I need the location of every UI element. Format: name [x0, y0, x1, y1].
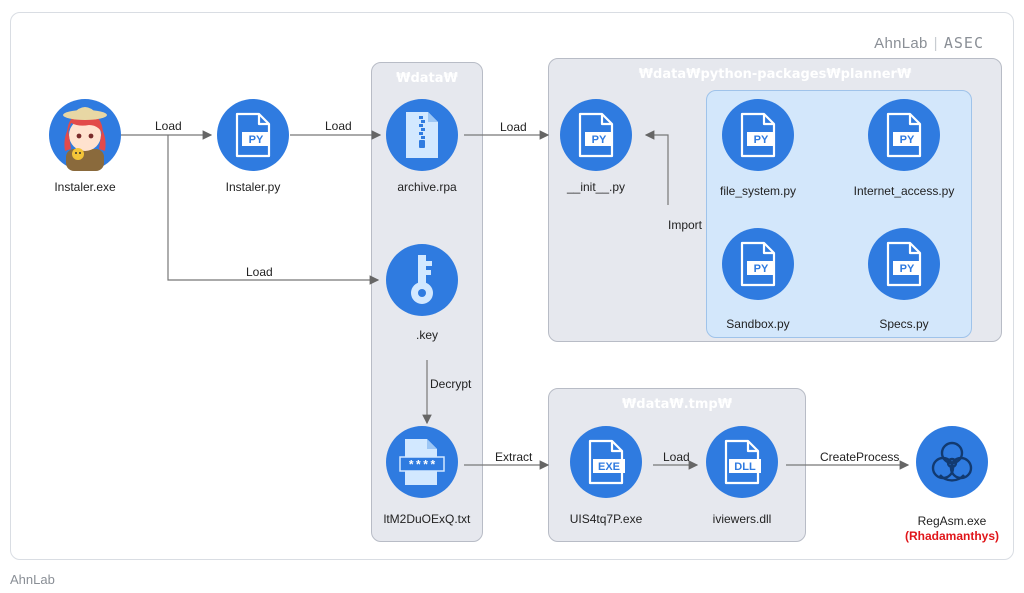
- zip-archive-icon: [406, 112, 438, 158]
- archive-node: [386, 99, 458, 171]
- biohazard-icon: [931, 441, 973, 482]
- python-file-icon: PY: [578, 112, 614, 158]
- password-mask-text: ****: [408, 459, 437, 473]
- edge-label-load-4: Load: [663, 450, 690, 464]
- dll-node: DLL: [706, 426, 778, 498]
- edge-label-import: Import: [668, 218, 703, 232]
- py-badge-text: PY: [249, 134, 264, 146]
- password-file-icon: ****: [399, 439, 445, 485]
- edge-label-load-2: Load: [325, 119, 352, 133]
- py-badge-text: PY: [754, 263, 769, 275]
- edge-import: [644, 130, 669, 205]
- edge-label-createprocess: CreateProcess: [820, 450, 900, 464]
- edge-label-load-3: Load: [500, 120, 527, 134]
- py-badge-text: PY: [592, 134, 607, 146]
- tmp-folder-title: ₩data₩.tmp₩: [621, 397, 733, 412]
- installer-py-label: Instaler.py: [225, 180, 281, 194]
- installer-exe-node: [49, 99, 121, 171]
- installer-exe-label: Instaler.exe: [54, 180, 116, 194]
- file-system-py-node: PY: [722, 99, 794, 171]
- py-badge-text: PY: [900, 263, 915, 275]
- internet-access-py-label: Internet_access.py: [853, 184, 955, 198]
- brand-name: AhnLab: [874, 35, 928, 52]
- edge-label-load-1: Load: [155, 119, 182, 133]
- python-packages-title: ₩data₩python-packages₩planner₩: [638, 67, 912, 82]
- sandbox-py-label: Sandbox.py: [726, 317, 790, 331]
- brand-team: ASEC: [943, 34, 984, 52]
- key-node: [386, 244, 458, 316]
- txt-node: ****: [386, 426, 458, 498]
- specs-py-node: PY: [868, 228, 940, 300]
- init-py-label: __init__.py: [566, 180, 626, 194]
- regasm-malware-family: (Rhadamanthys): [904, 529, 999, 543]
- regasm-label: RegAsm.exe: [917, 514, 987, 528]
- dll-badge-text: DLL: [734, 461, 756, 473]
- python-file-icon: PY: [740, 112, 776, 158]
- specs-py-label: Specs.py: [879, 317, 929, 331]
- python-file-icon: PY: [886, 112, 922, 158]
- data-folder-title: ₩data₩: [396, 71, 458, 86]
- archive-label: archive.rpa: [397, 180, 457, 194]
- installer-py-node: PY: [217, 99, 289, 171]
- edge-label-load-key: Load: [246, 265, 273, 279]
- python-file-icon: PY: [740, 241, 776, 287]
- edge-load-key: [167, 135, 380, 285]
- footer-brand: AhnLab: [10, 572, 55, 587]
- py-badge-text: PY: [900, 134, 915, 146]
- exe-badge-text: EXE: [598, 461, 620, 473]
- dll-label: iviewers.dll: [712, 512, 772, 526]
- file-system-py-label: file_system.py: [719, 184, 797, 198]
- dll-file-icon: DLL: [724, 439, 761, 485]
- internet-access-py-node: PY: [868, 99, 940, 171]
- edge-label-decrypt: Decrypt: [430, 377, 472, 391]
- sandbox-py-node: PY: [722, 228, 794, 300]
- init-py-node: PY: [560, 99, 632, 171]
- txt-label: ltM2DuOExQ.txt: [383, 512, 471, 526]
- brand-logo: AhnLab|ASEC: [874, 34, 984, 52]
- python-file-icon: PY: [235, 112, 271, 158]
- python-file-icon: PY: [886, 241, 922, 287]
- exe-file-icon: EXE: [588, 439, 625, 485]
- edge-label-extract: Extract: [495, 450, 533, 464]
- key-icon: [411, 255, 433, 304]
- uis-exe-node: EXE: [570, 426, 642, 498]
- py-badge-text: PY: [754, 134, 769, 146]
- regasm-node: [916, 426, 988, 498]
- uis-exe-label: UIS4tq7P.exe: [569, 512, 643, 526]
- key-label: .key: [415, 328, 438, 342]
- anime-character-avatar-icon: [63, 107, 107, 171]
